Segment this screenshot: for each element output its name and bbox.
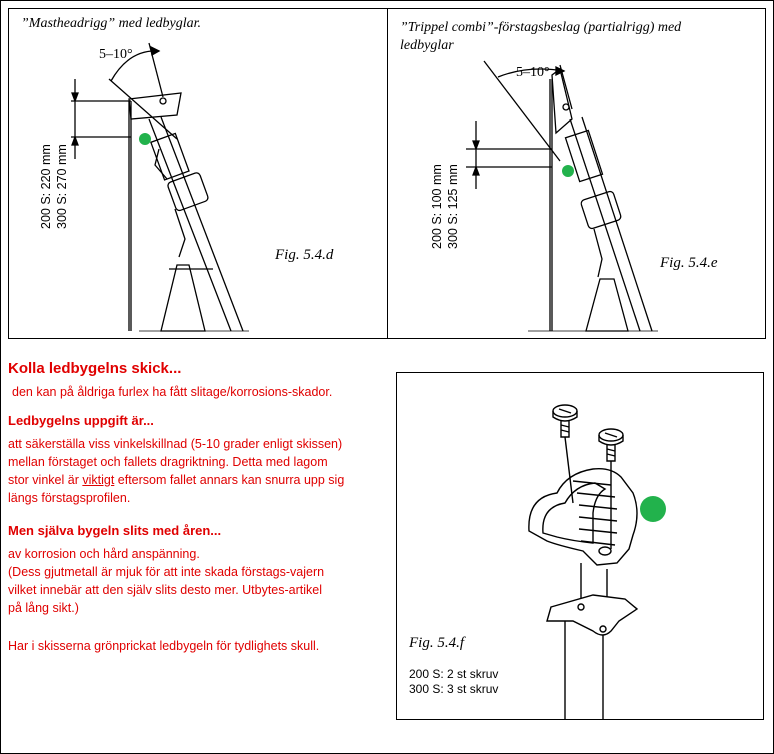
fig-d-label: Fig. 5.4.d (275, 247, 334, 263)
paragraph-purpose-4: längs förstagsprofilen. (8, 491, 131, 505)
heading-wears-over-years: Men själva bygeln slits med åren... (8, 523, 222, 538)
fig-d-caption: ”Mastheadrigg” med ledbyglar. (21, 16, 202, 31)
fig-f-screws-200: 200 S: 2 st skruv (409, 667, 499, 681)
figure-5-4-e-panel: ”Trippel combi”-förstagsbeslag (partialr… (387, 8, 766, 339)
fig-f-green-dot (640, 496, 666, 522)
paragraph-purpose-2: mellan förstaget och fallets dragriktnin… (8, 455, 328, 469)
paragraph-green-dot-note: Har i skisserna grönprickat ledbygeln fö… (8, 639, 320, 653)
fig-e-caption-line1: ”Trippel combi”-förstagsbeslag (partialr… (400, 20, 682, 35)
paragraph-purpose-1: att säkerställa viss vinkelskillnad (5-1… (8, 437, 343, 451)
paragraph-wear-1: av korrosion och hård anspänning. (8, 547, 200, 561)
figure-5-4-d-panel: ”Mastheadrigg” med ledbyglar. 5–10° 200 … (8, 8, 388, 339)
fig-d-drawing (71, 42, 249, 332)
paragraph-wear-3: vilket innebär att den själv slits desto… (8, 583, 323, 597)
fig-e-caption-line2: ledbyglar (400, 38, 454, 53)
fig-d-angle-label: 5–10° (99, 47, 133, 62)
heading-check-condition: Kolla ledbygelns skick... (8, 360, 182, 377)
fig-f-label: Fig. 5.4.f (409, 635, 464, 651)
heading-purpose: Ledbygelns uppgift är... (8, 413, 154, 428)
paragraph-purpose-3: stor vinkel är viktigt eftersom fallet a… (8, 472, 344, 490)
fig-e-label: Fig. 5.4.e (660, 255, 718, 271)
fig-f-drawing (528, 404, 666, 719)
fig-d-green-dot (139, 133, 151, 145)
figure-5-4-f-panel: Fig. 5.4.f 200 S: 2 st skruv 300 S: 3 st… (396, 372, 764, 720)
fig-e-green-dot (562, 165, 574, 177)
paragraph-wear-2: (Dess gjutmetall är mjuk för att inte sk… (8, 565, 325, 579)
paragraph-purpose-3b: eftersom fallet annars kan snurra upp si… (114, 473, 345, 487)
paragraph-wear-4: på lång sikt.) (8, 601, 79, 615)
fig-f-screws-300: 300 S: 3 st skruv (409, 682, 499, 696)
paragraph-wear: den kan på åldriga furlex ha fått slitag… (12, 385, 333, 399)
paragraph-purpose-3a: stor vinkel är (8, 473, 83, 487)
emphasis-important: viktigt (82, 473, 115, 487)
fig-e-drawing (466, 60, 658, 332)
